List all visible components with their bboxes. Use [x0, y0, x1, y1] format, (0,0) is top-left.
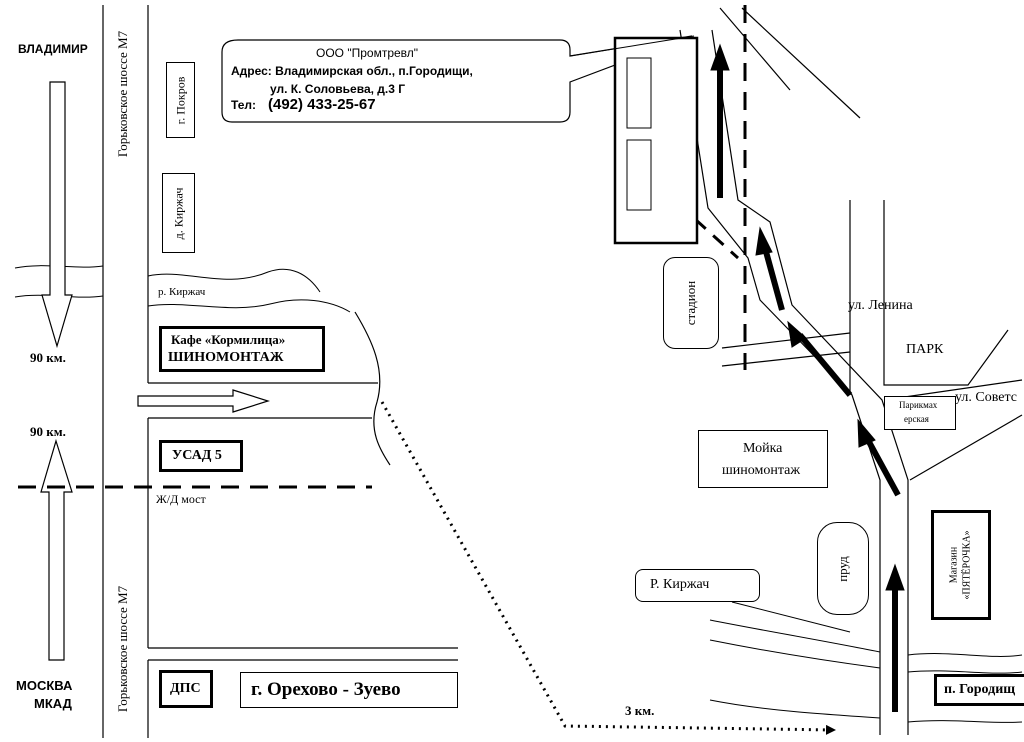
- building-block-2: [626, 139, 652, 211]
- label-lenina: ул. Ленина: [848, 298, 913, 313]
- label-rail-bridge: Ж/Д мост: [156, 492, 206, 506]
- turn-arrow: [137, 389, 271, 413]
- company-name: ООО "Промтревл": [316, 46, 419, 60]
- dotted-route: [380, 401, 836, 735]
- label-park: ПАРК: [906, 342, 944, 357]
- shop-label-1: Магазин: [949, 546, 960, 584]
- stadium: стадион: [663, 257, 719, 349]
- car-wash: Мойка шиномонтаж: [698, 430, 828, 488]
- side-road: [148, 311, 458, 661]
- label-highway-top: Горьковское шоссе М7: [115, 30, 130, 158]
- river-kirzhach-label: Р. Киржач: [635, 569, 760, 602]
- gorodishchi-sign: п. Городищ: [934, 674, 1024, 706]
- hairdresser: Парикмах ерская: [884, 396, 956, 430]
- shop-label-2: «ПЯТЁРОЧКА»: [962, 530, 973, 600]
- usad-5: УСАД 5: [159, 440, 243, 472]
- label-mkad: МКАД: [34, 696, 72, 711]
- label-river-left: р. Киржач: [158, 286, 206, 298]
- phone-label: Тел:: [231, 98, 257, 112]
- label-distance: 3 км.: [625, 703, 655, 718]
- cafe-tire-service: ШИНОМОНТАЖ: [168, 350, 284, 365]
- town-kirzhach: д. Киржач: [162, 173, 195, 253]
- main-road-right: [679, 7, 909, 735]
- phone-number: (492) 433-25-67: [268, 96, 376, 113]
- dps-post: ДПС: [159, 670, 213, 708]
- orekhovo-zuevo-box: г. Орехово - Зуево: [240, 672, 458, 708]
- label-km-top: 90 км.: [30, 350, 66, 365]
- cafe-kormilitsa: Кафе «Кормилица» ШИНОМОНТАЖ: [159, 326, 325, 372]
- highway-m7: [102, 5, 149, 738]
- company-address-1: Адрес: Владимирская обл., п.Городищи,: [231, 64, 473, 78]
- arrow-to-vladimir: [41, 81, 73, 349]
- label-km-bottom: 90 км.: [30, 424, 66, 439]
- cafe-name: Кафе «Кормилица»: [171, 332, 286, 347]
- arrow-from-moscow: [40, 438, 73, 661]
- town-pokrov: г. Покров: [166, 62, 195, 138]
- label-sovetskaya: ул. Советс: [955, 390, 1017, 405]
- label-vladimir: ВЛАДИМИР: [18, 42, 88, 56]
- river-kirzhach-left: [14, 265, 351, 313]
- building-block-1: [626, 57, 652, 129]
- route-arrows: [710, 43, 905, 712]
- callout-pointer: [569, 35, 695, 57]
- shop-pyaterochka: Магазин «ПЯТЁРОЧКА»: [931, 510, 991, 620]
- label-highway-bottom: Горьковское шоссе М7: [115, 585, 130, 713]
- river-kirzhach-right: [709, 601, 1023, 723]
- address-callout-bubble: [221, 35, 693, 123]
- street-lenina: [721, 200, 1009, 395]
- pond: пруд: [817, 522, 869, 615]
- label-moscow: МОСКВА: [16, 678, 73, 693]
- company-address-2: ул. К. Соловьева, д.3 Г: [270, 82, 406, 96]
